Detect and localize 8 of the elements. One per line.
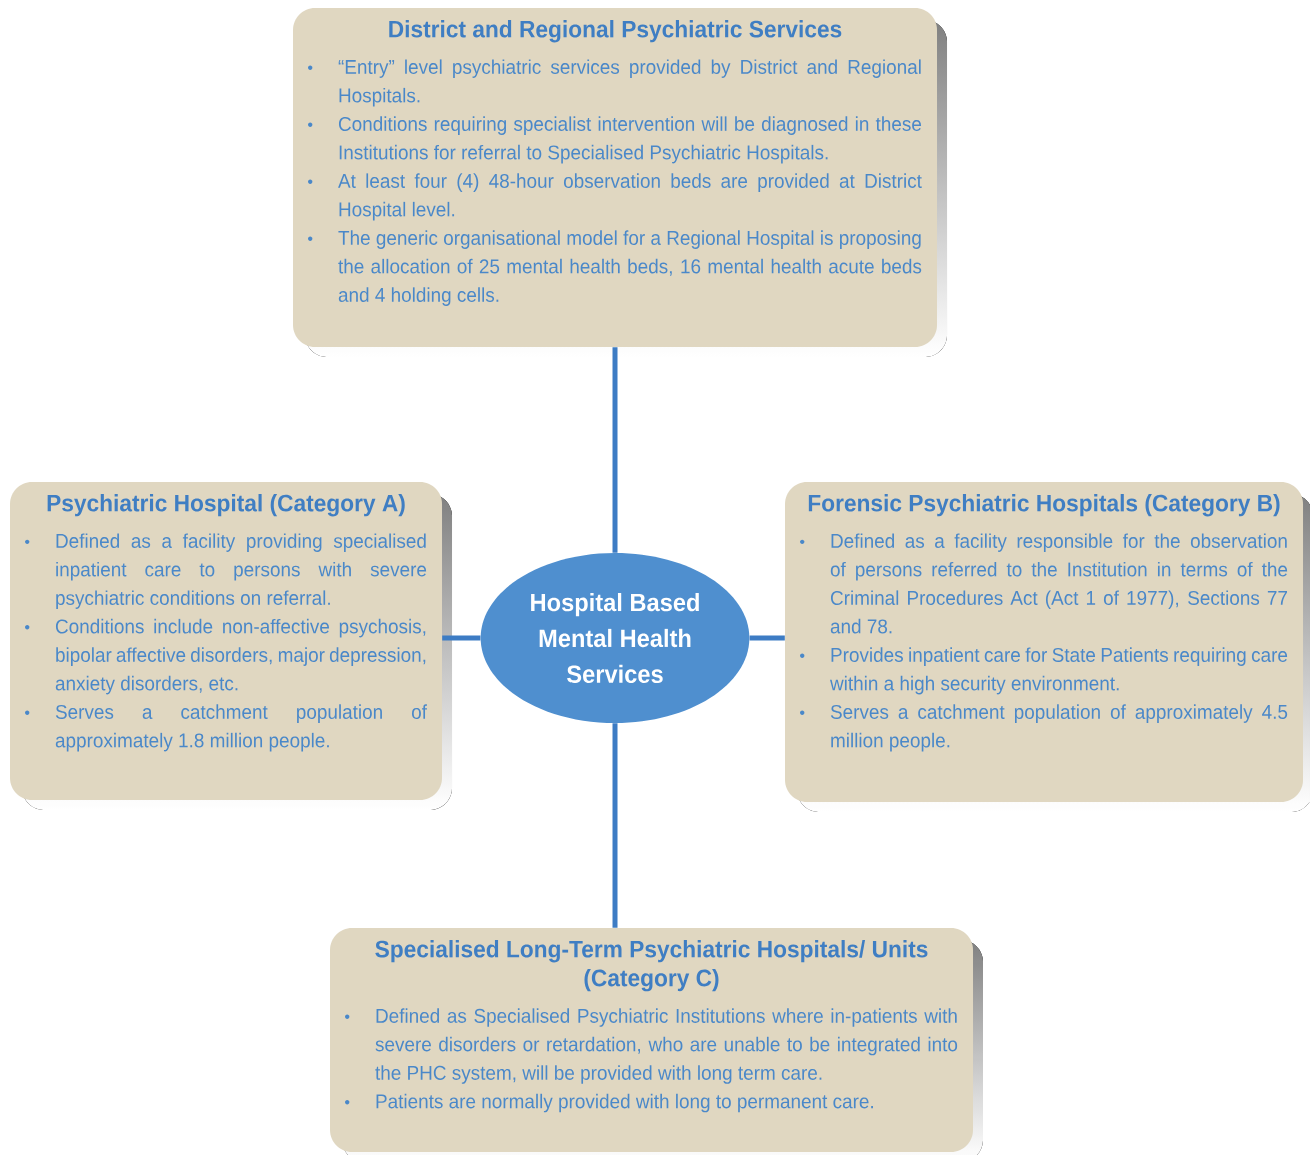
info-box: District and Regional Psychiatric Services “Entry” level psychiatric services provided by District and Regional Hospitals. Conditions requiring specialist intervention will be diagnosed in these Institutions for referral to Specialised Psychiatric Hospitals. At least four (4) 48-hour observation beds are provided at District Hospital level. The generic organisational model for a Regional Hospital is proposing the allocation of 25 mental health beds, 16 mental health acute beds and 4 holding cells. — [293, 8, 947, 357]
connector-line — [749, 635, 785, 641]
connector-line — [612, 347, 618, 553]
info-box: Psychiatric Hospital (Category A) Defined as a facility providing specialised inpatient care to persons with severe psychiatric conditions on referral. Conditions include non-affective psychosis, bipolar affective disorders, major depression, anxiety disorders, etc. Serves a catchment population of approximately 1.8 million people. — [10, 482, 452, 810]
info-box: Forensic Psychiatric Hospitals (Category B) Defined as a facility responsible for the observation of persons referred to the Institution in terms of the Criminal Procedures Act (Act 1 of 1977), Sections 77 and 78. Provides inpatient care for State Patients requiring care within a high security environment. Serves a catchment population of approximately 4.5 million people. — [785, 482, 1310, 812]
connector-line — [612, 723, 618, 928]
info-box: Specialised Long-Term Psychiatric Hospitals/ Units (Category C) Defined as Specialised Psychiatric Institutions where in-patients with severe disorders or retardation, who are unable to be integrated into the PHC system, will be provided with long term care. Patients are normally provided with long to permanent care. — [330, 928, 983, 1155]
connector-line — [442, 635, 481, 641]
